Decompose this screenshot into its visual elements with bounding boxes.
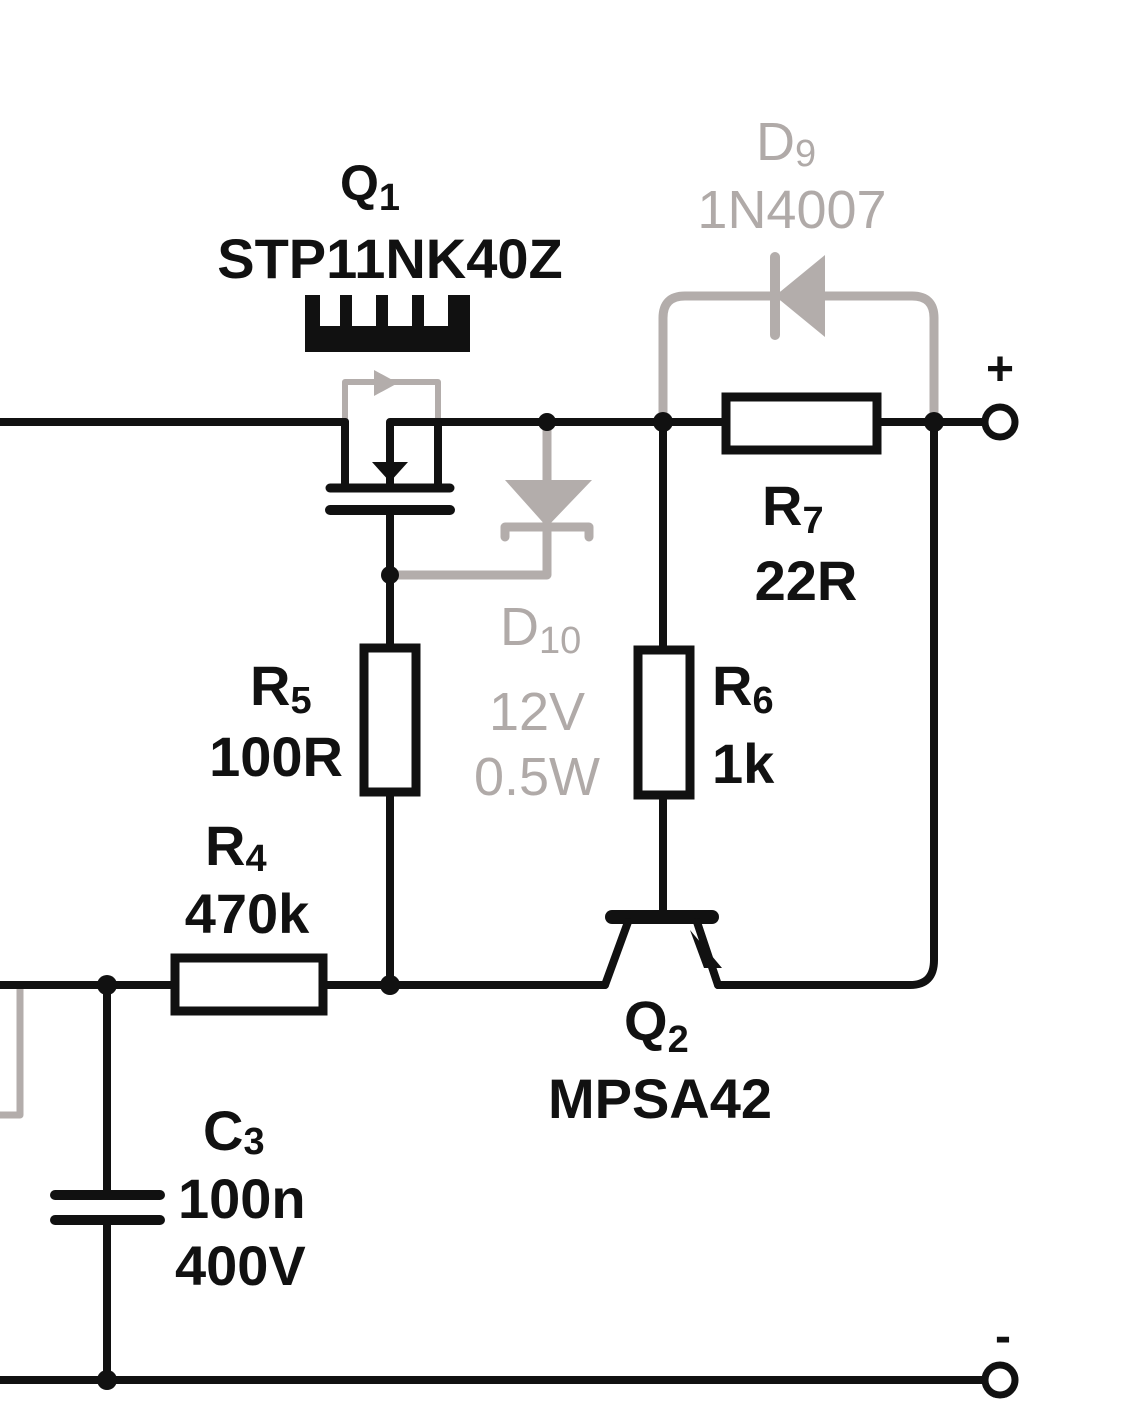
r7-ref: R bbox=[762, 474, 802, 537]
r6-ref: R bbox=[712, 654, 752, 717]
d9-ref-label: D9 bbox=[756, 112, 816, 175]
r7-ref-sub: 7 bbox=[802, 500, 823, 542]
d10-zener-bar bbox=[500, 522, 594, 542]
wires bbox=[0, 418, 986, 1384]
d10-wire bbox=[385, 417, 552, 580]
r4-body bbox=[170, 953, 328, 1016]
r7-body bbox=[721, 392, 882, 455]
heatsink-icon bbox=[305, 295, 470, 352]
d10-diode-symbol bbox=[505, 480, 592, 527]
junction-dot bbox=[381, 566, 399, 584]
r6-body bbox=[633, 645, 695, 800]
d10-voltage-label: 12V bbox=[489, 682, 585, 742]
q1-part-label: STP11NK40Z bbox=[217, 227, 563, 290]
r4-ref-label: R4 bbox=[205, 814, 267, 880]
r7-ref-label: R7 bbox=[762, 474, 824, 542]
q2-ref-label: Q2 bbox=[624, 989, 689, 1061]
junction-dot bbox=[97, 975, 117, 995]
right-return-wire bbox=[714, 418, 938, 989]
q1-arrow bbox=[372, 462, 408, 482]
r4-value-label: 470k bbox=[185, 882, 310, 945]
positive-terminal[interactable] bbox=[981, 403, 1019, 441]
optional-components bbox=[0, 252, 939, 1119]
resistors bbox=[170, 392, 882, 1016]
r6-value-label: 1k bbox=[712, 732, 775, 795]
negative-terminal[interactable] bbox=[981, 1361, 1019, 1399]
q1-ref-sub: 1 bbox=[379, 177, 400, 219]
q1-ref-label: Q1 bbox=[340, 155, 400, 219]
d9-part-label: 1N4007 bbox=[697, 180, 886, 240]
d10-ref: D bbox=[500, 597, 539, 657]
q1-body-diode bbox=[342, 379, 441, 423]
d10-power-label: 0.5W bbox=[474, 747, 600, 807]
r6-ref-label: R6 bbox=[712, 654, 774, 722]
r7-value-label: 22R bbox=[755, 549, 858, 612]
d9-ref: D bbox=[756, 112, 795, 172]
c3-ref-sub: 3 bbox=[243, 1121, 264, 1163]
junction-dot bbox=[538, 413, 556, 431]
q2-ref-sub: 2 bbox=[668, 1019, 689, 1061]
junction-dot bbox=[653, 412, 673, 432]
positive-terminal-label: + bbox=[986, 343, 1014, 396]
q1-body-diode-symbol bbox=[374, 370, 398, 396]
left-gray-wire bbox=[0, 981, 24, 1119]
r6-ref-sub: 6 bbox=[752, 680, 773, 722]
q1-top-bracket bbox=[386, 418, 442, 436]
r5-value-label: 100R bbox=[209, 725, 343, 788]
r5-ref: R bbox=[250, 654, 290, 717]
q2-collector-lead bbox=[601, 918, 632, 989]
d10-ref-sub: 10 bbox=[539, 620, 581, 662]
c3-ref: C bbox=[203, 1099, 243, 1162]
c3-value-label: 100n bbox=[178, 1167, 306, 1230]
r5-body bbox=[359, 643, 421, 797]
r5-ref-label: R5 bbox=[250, 654, 312, 722]
c3-voltage-label: 400V bbox=[175, 1234, 306, 1297]
d9-ref-sub: 9 bbox=[795, 133, 816, 175]
q2-emitter-arrow bbox=[690, 930, 722, 968]
r4-ref: R bbox=[205, 814, 245, 877]
q1-ref: Q bbox=[340, 155, 379, 211]
junction-dot bbox=[97, 1370, 117, 1390]
r5-ref-sub: 5 bbox=[290, 680, 311, 722]
q2-ref: Q bbox=[624, 989, 668, 1052]
junction-dot bbox=[380, 975, 400, 995]
d9-diode-symbol bbox=[775, 255, 825, 337]
junction-dot bbox=[924, 412, 944, 432]
junctions bbox=[97, 412, 944, 1390]
d10-ref-label: D10 bbox=[500, 597, 581, 662]
negative-terminal-label: - bbox=[995, 1310, 1011, 1363]
q2-part-label: MPSA42 bbox=[548, 1067, 772, 1130]
r4-ref-sub: 4 bbox=[245, 838, 266, 880]
terminals bbox=[981, 403, 1019, 1399]
c3-ref-label: C3 bbox=[203, 1099, 265, 1163]
